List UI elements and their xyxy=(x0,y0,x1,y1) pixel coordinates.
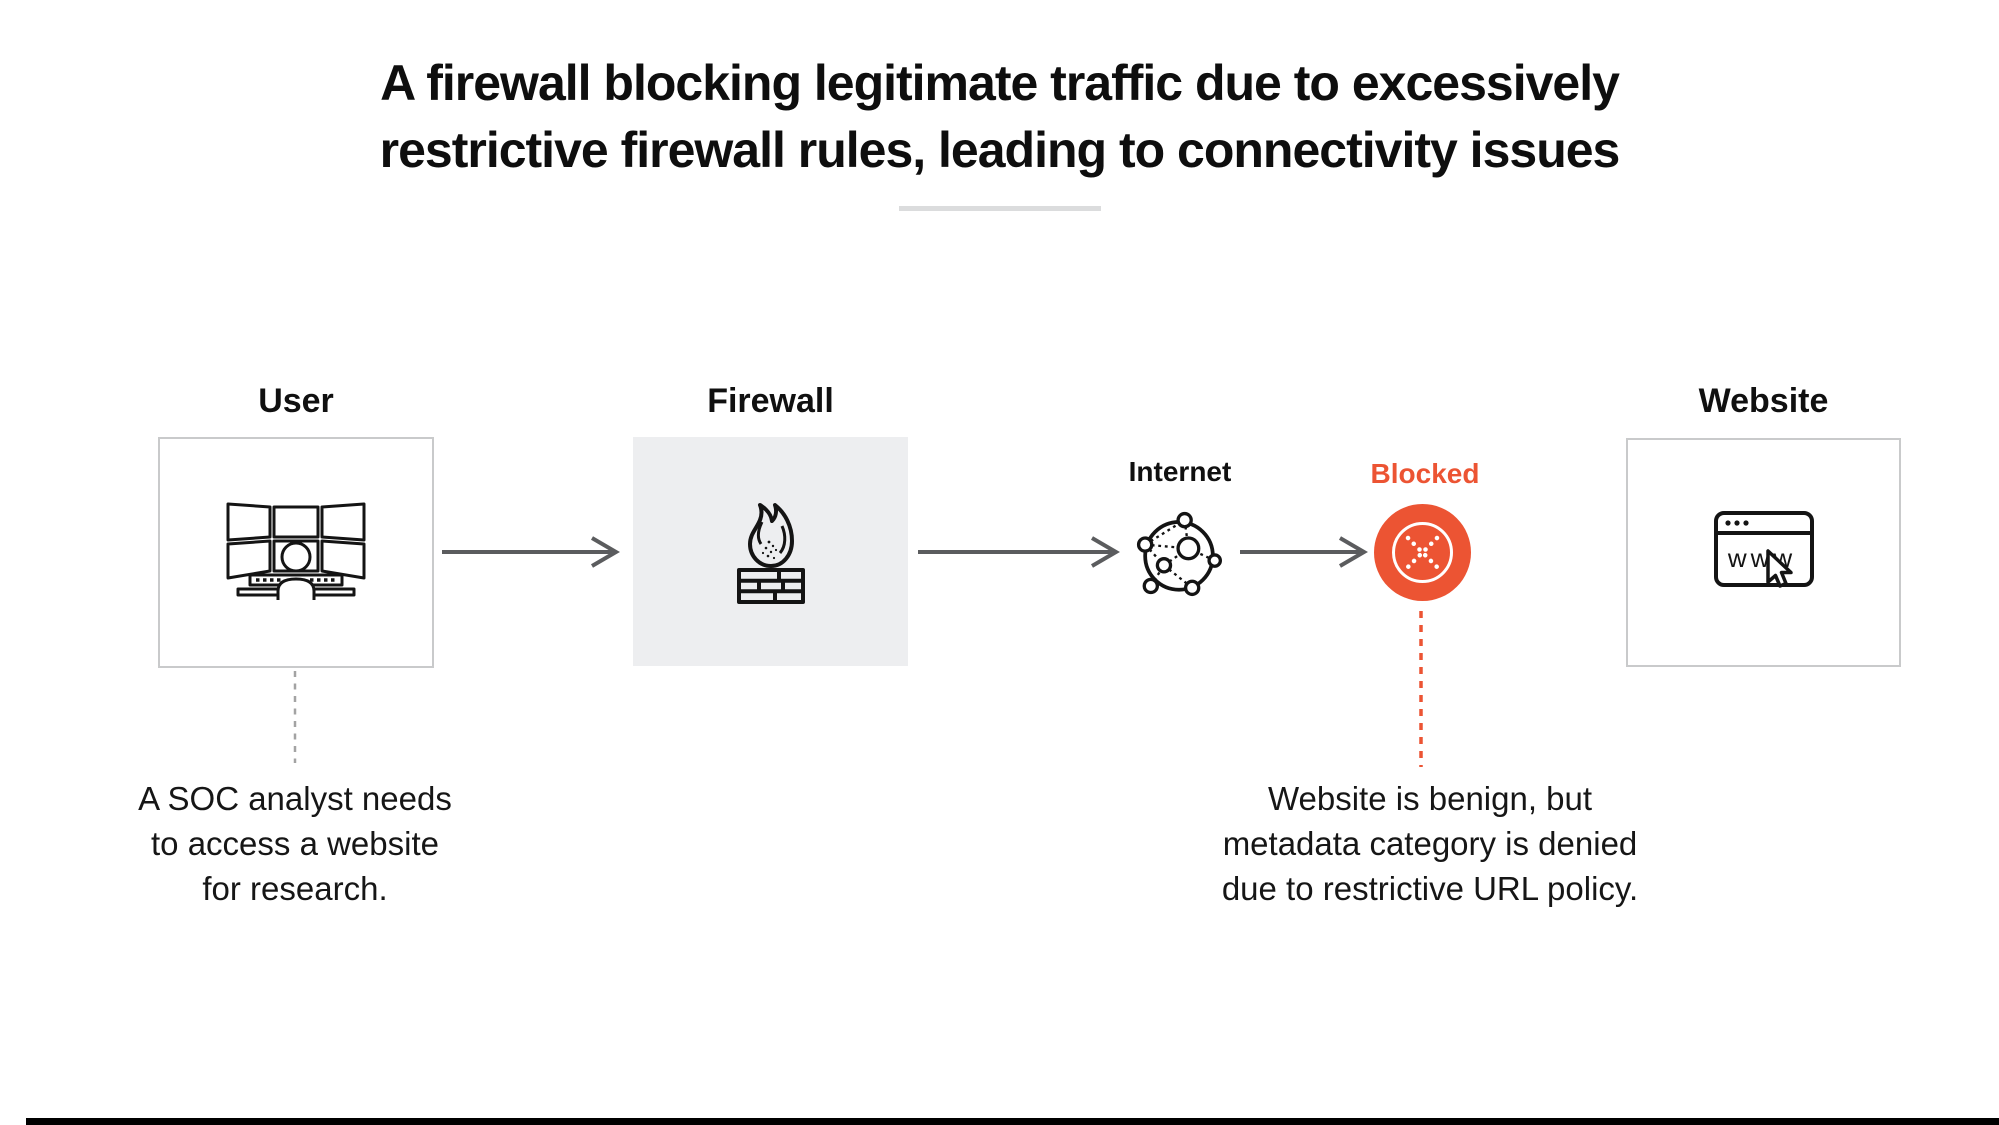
user-node-box xyxy=(158,437,434,668)
cursor-arrow-icon xyxy=(1765,548,1793,588)
internet-node-label: Internet xyxy=(1128,456,1232,487)
blocked-annotation-line-1: Website is benign, but xyxy=(1267,780,1593,817)
arrow-internet-to-blocked xyxy=(1240,536,1368,568)
user-node-label: User xyxy=(258,382,334,420)
blocked-node-label: Blocked xyxy=(1370,458,1480,489)
website-browser-icon: www xyxy=(1713,510,1814,588)
website-node-box: www xyxy=(1626,438,1901,667)
arrow-firewall-to-internet xyxy=(918,536,1120,568)
firewall-node-box xyxy=(633,437,908,666)
arrow-user-to-firewall xyxy=(442,536,620,568)
user-annotation-line-1: A SOC analyst needs xyxy=(138,780,452,817)
blocked-annotation-line-3: due to restrictive URL policy. xyxy=(1221,870,1639,907)
user-annotation: A SOC analyst needs to access a website … xyxy=(90,776,500,911)
firewall-icon xyxy=(736,502,805,604)
page-title-line-2: restrictive firewall rules, leading to c… xyxy=(379,122,1621,178)
bottom-frame-bar xyxy=(26,1118,1999,1125)
title-divider xyxy=(899,206,1101,211)
page-title: A firewall blocking legitimate traffic d… xyxy=(0,50,1999,184)
website-node-label: Website xyxy=(1698,382,1829,420)
blocked-annotation-connector-line xyxy=(1419,611,1423,767)
user-workstation-icon xyxy=(226,502,366,600)
user-annotation-line-2: to access a website xyxy=(151,825,439,862)
blocked-cross-circle-icon xyxy=(1374,504,1471,601)
internet-globe-icon xyxy=(1136,511,1223,597)
blocked-annotation-line-2: metadata category is denied xyxy=(1222,825,1638,862)
user-annotation-line-3: for research. xyxy=(202,870,388,907)
blocked-annotation: Website is benign, but metadata category… xyxy=(1155,776,1705,911)
user-annotation-connector-line xyxy=(293,671,297,763)
page-title-line-1: A firewall blocking legitimate traffic d… xyxy=(380,55,1620,111)
firewall-node-label: Firewall xyxy=(707,382,834,420)
